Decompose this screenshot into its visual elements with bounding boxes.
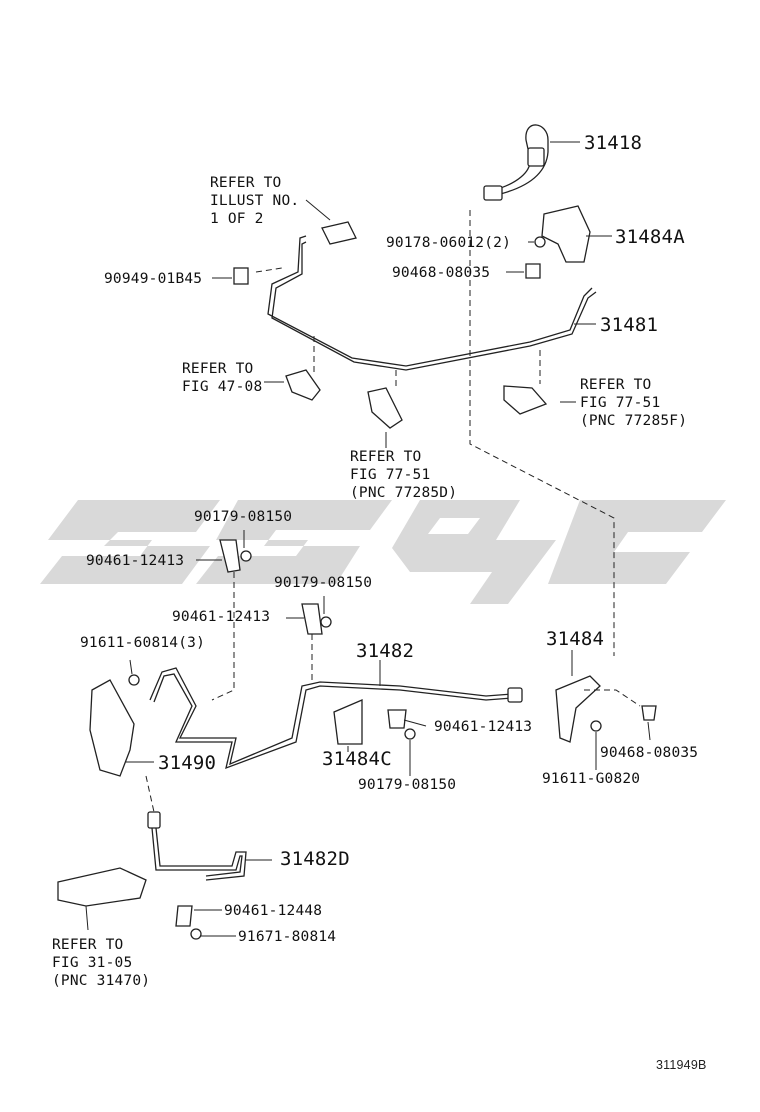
label-31484c: 31484C: [322, 748, 392, 770]
reference-dashes: [145, 210, 641, 813]
label-31418: 31418: [584, 132, 643, 154]
label-refer-fig-77-51-f: REFER TO FIG 77-51 (PNC 77285F): [580, 377, 688, 429]
fitting-31418-upper: [527, 147, 545, 167]
label-refer-fig-47-08: REFER TO FIG 47-08: [182, 361, 263, 395]
label-90178-06012: 90178-06012(2): [386, 235, 512, 251]
valve-fig4708: [285, 369, 321, 401]
label-refer-illust: REFER TO ILLUST NO. 1 OF 2: [210, 175, 300, 227]
label-refer-fig-31-05: REFER TO FIG 31-05 (PNC 31470): [52, 937, 151, 989]
clip-90468-lower: [641, 705, 657, 721]
bracket-31490: [89, 679, 135, 777]
label-refer-fig-77-51-d: REFER TO FIG 77-51 (PNC 77285D): [350, 449, 458, 501]
label-31482d: 31482D: [280, 848, 350, 870]
label-90461-12413-a: 90461-12413: [86, 553, 185, 569]
bracket-90461-c: [387, 709, 407, 729]
label-90179-08150-c: 90179-08150: [358, 777, 457, 793]
bracket-90461-d: [175, 905, 193, 927]
union-illust: [321, 221, 357, 245]
figure-id: 311949B: [656, 1058, 707, 1072]
label-90468-08035-lower: 90468-08035: [600, 745, 699, 761]
label-90461-12413-c: 90461-12413: [434, 719, 533, 735]
component-shapes: [57, 147, 657, 940]
label-31484: 31484: [546, 628, 605, 650]
bracket-31484c: [333, 699, 363, 745]
bolt-91611-a: [128, 674, 140, 686]
nut-90178: [534, 236, 546, 248]
slave-cylinder: [57, 867, 147, 907]
nut-90179-b: [320, 616, 332, 628]
bolt-91671: [190, 928, 202, 940]
label-91611-g0820: 91611-G0820: [542, 771, 641, 787]
label-31484a: 31484A: [615, 226, 685, 248]
nut-90179-a: [240, 550, 252, 562]
bolt-91611-b: [590, 720, 602, 732]
label-90468-08035-upper: 90468-08035: [392, 265, 491, 281]
bracket-90461-a: [219, 539, 241, 573]
watermark-logo: [40, 500, 726, 604]
label-91671-80814: 91671-80814: [238, 929, 337, 945]
fitting-31418-lower: [483, 185, 503, 201]
label-31482: 31482: [356, 640, 415, 662]
label-31481: 31481: [600, 314, 659, 336]
label-91611-60814: 91611-60814(3): [80, 635, 206, 651]
label-90179-08150-a: 90179-08150: [194, 509, 293, 525]
fitting-31482d: [147, 811, 161, 829]
label-90949-01b45: 90949-01B45: [104, 271, 203, 287]
brake-lines: [149, 124, 597, 881]
bracket-90461-b: [301, 603, 323, 635]
nut-90179-c: [404, 728, 416, 740]
clip-90468-upper: [525, 263, 541, 279]
fitting-31482: [507, 687, 523, 703]
label-31490: 31490: [158, 752, 217, 774]
label-90461-12413-b: 90461-12413: [172, 609, 271, 625]
valve-fig7751f: [503, 385, 548, 415]
valve-fig7751d: [367, 387, 403, 429]
label-90179-08150-b: 90179-08150: [274, 575, 373, 591]
label-90461-12448: 90461-12448: [224, 903, 323, 919]
bracket-31484a: [541, 205, 591, 263]
leader-lines: [85, 141, 651, 937]
clip-90949: [233, 267, 249, 285]
bracket-31484: [555, 675, 601, 743]
